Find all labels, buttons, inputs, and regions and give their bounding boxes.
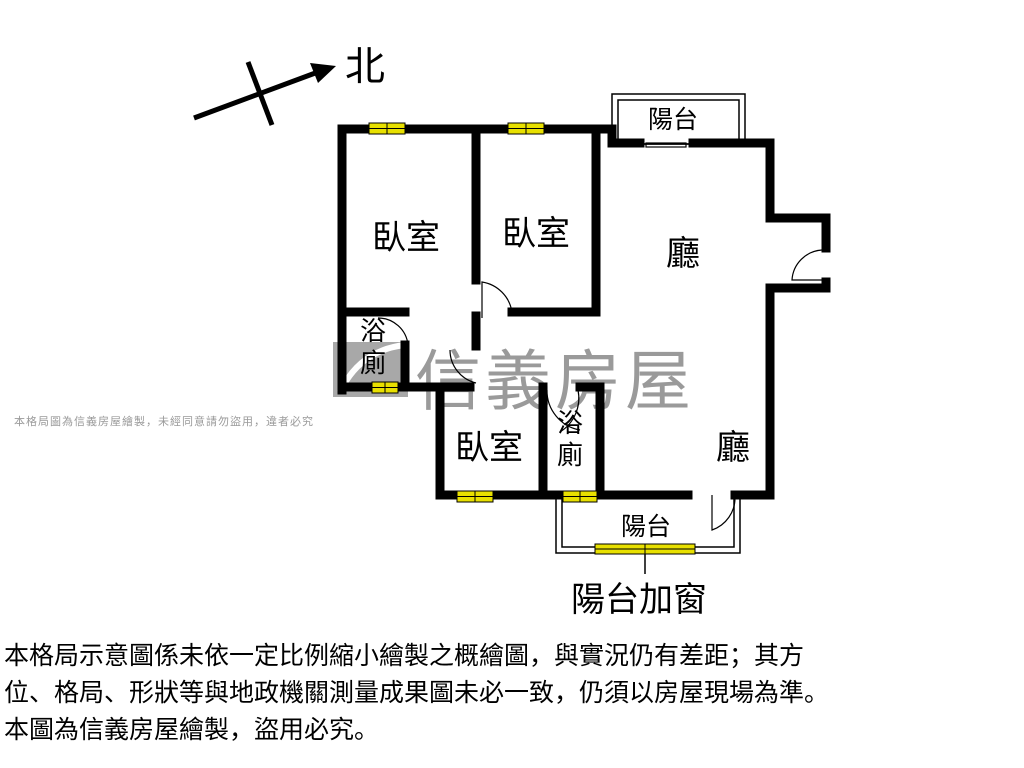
north-label: 北: [345, 44, 385, 90]
compass-arrow-icon: [193, 61, 336, 126]
window-icons: [368, 122, 696, 555]
bath-1-char-1: 浴: [360, 317, 387, 347]
watermark-brand: 信義房屋: [415, 343, 695, 420]
room-label-living-upper: 廳: [666, 234, 700, 274]
watermark-notice: 本格局圖為信義房屋繪製，未經同意請勿盜用，違者必究: [14, 415, 314, 428]
disclaimer-line-1: 本格局示意圖係未依一定比例縮小繪製之概繪圖，與實況仍有差距；其方: [4, 641, 805, 670]
room-label-balcony-bottom: 陽台: [621, 512, 672, 541]
bath-1-char-2: 廁: [360, 349, 387, 379]
disclaimer-line-3: 本圖為信義房屋繪製，盜用必究。: [4, 715, 380, 744]
bath-2-char-1: 浴: [557, 409, 584, 439]
sliding-door-icon: [645, 142, 687, 148]
room-label-balcony-top: 陽台: [648, 105, 699, 134]
room-label-bedroom-2: 臥室: [502, 214, 570, 254]
balcony-outlines: [555, 93, 746, 554]
bath-2-char-2: 廁: [557, 441, 584, 471]
room-label-bath-2: 浴廁: [557, 408, 583, 472]
room-label-living-lower: 廳: [716, 428, 750, 468]
room-label-bath-1: 浴廁: [360, 316, 386, 380]
walls: [337, 124, 831, 500]
room-label-bedroom-3: 臥室: [455, 428, 523, 468]
room-label-bedroom-1: 臥室: [372, 218, 440, 258]
disclaimer-line-2: 位、格局、形狀等與地政機關測量成果圖未必一致，仍須以房屋現場為準。: [4, 678, 830, 707]
door-swing-icons: [377, 142, 823, 531]
balcony-window-callout: 陽台加窗: [571, 580, 707, 620]
